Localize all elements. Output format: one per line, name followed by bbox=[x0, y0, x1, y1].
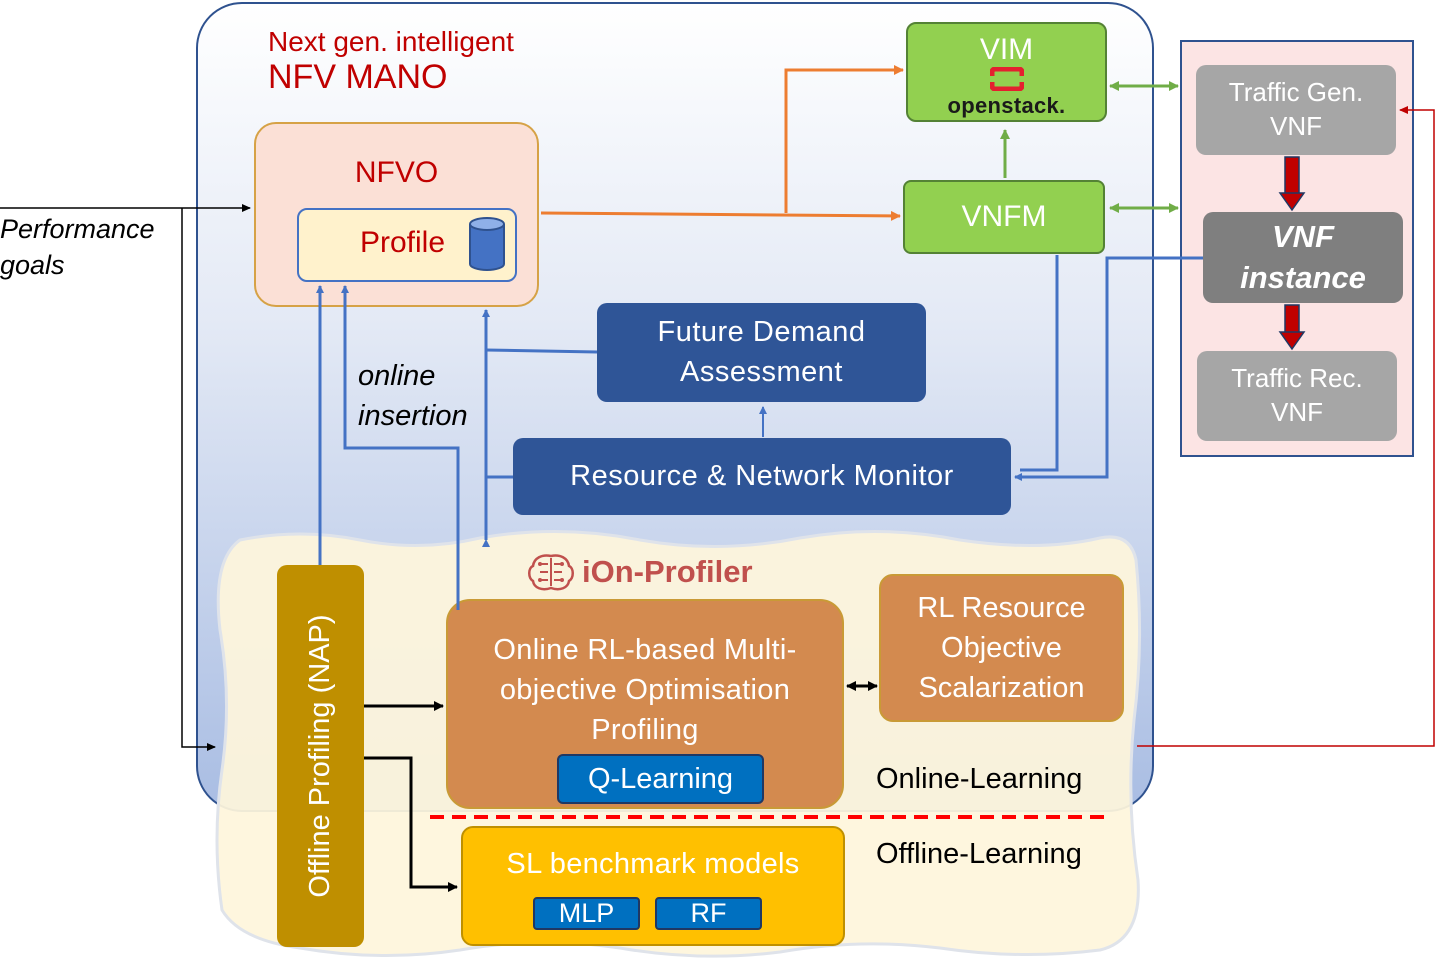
vnfm-vim-vnf-green-arrows bbox=[1000, 81, 1179, 213]
ion-profiler-title: iOn-Profiler bbox=[526, 552, 753, 592]
database-icon bbox=[469, 217, 505, 271]
vnf-instance-box[interactable]: VNF instance bbox=[1203, 212, 1403, 303]
vnfm-box[interactable]: VNFM bbox=[903, 180, 1105, 254]
online-rl-label: Online RL-based Multi- objective Optimis… bbox=[446, 630, 844, 750]
q-learning-box[interactable]: Q-Learning bbox=[557, 754, 764, 804]
nfvo-label: NFVO bbox=[354, 156, 439, 189]
mano-title-line2: NFV MANO bbox=[268, 58, 448, 97]
online-rl-line2: objective Optimisation bbox=[499, 674, 791, 707]
offline-profiling-nap-box[interactable] bbox=[277, 565, 364, 947]
traffic-rec-line2: VNF bbox=[1270, 397, 1323, 427]
traffic-gen-line2: VNF bbox=[1269, 111, 1322, 141]
vnf-chain-arrows bbox=[1278, 156, 1306, 351]
performance-goals-label: Performance goals bbox=[0, 212, 155, 283]
online-insertion-line1: online bbox=[358, 360, 436, 392]
offline-profiling-arrows bbox=[364, 681, 878, 892]
profile-label: Profile bbox=[360, 226, 446, 259]
vnf-instance-line2: instance bbox=[1240, 259, 1366, 295]
performance-goals-line2: goals bbox=[0, 249, 65, 280]
online-learning-label: Online-Learning bbox=[876, 763, 1083, 795]
nfvo-orchestration-arrows bbox=[540, 65, 904, 221]
online-rl-line1: Online RL-based Multi- bbox=[493, 634, 797, 666]
future-demand-assessment-box[interactable]: Future Demand Assessment bbox=[597, 303, 926, 402]
brain-icon bbox=[528, 554, 574, 591]
online-insertion-label: online insertion bbox=[358, 356, 468, 436]
traffic-gen-vnf-box[interactable]: Traffic Gen. VNF bbox=[1196, 65, 1396, 155]
online-insertion-line2: insertion bbox=[358, 400, 468, 433]
mano-title: Next gen. intelligent NFV MANO bbox=[268, 26, 514, 97]
rl-resource-line1: RL Resource bbox=[917, 591, 1086, 624]
ion-profiler-title-text: iOn-Profiler bbox=[582, 554, 753, 589]
traffic-control-feedback-arrow bbox=[1137, 106, 1435, 747]
profile-insertion-arrows bbox=[316, 285, 598, 610]
openstack-label: openstack. bbox=[947, 93, 1066, 118]
performance-goals-arrows bbox=[0, 204, 251, 751]
rf-box[interactable]: RF bbox=[655, 897, 762, 930]
sl-benchmark-box[interactable] bbox=[461, 826, 845, 946]
traffic-rec-line1: Traffic Rec. bbox=[1231, 363, 1363, 394]
vim-label: VIM bbox=[979, 33, 1034, 66]
mano-title-line1: Next gen. intelligent bbox=[268, 26, 514, 57]
openstack-logo-icon bbox=[990, 67, 1024, 91]
rl-resource-line3: Scalarization bbox=[918, 672, 1085, 704]
traffic-rec-vnf-box[interactable]: Traffic Rec. VNF bbox=[1197, 351, 1397, 441]
performance-goals-line1: Performance bbox=[0, 214, 155, 244]
offline-learning-label: Offline-Learning bbox=[876, 838, 1082, 870]
monitor-feed-arrows bbox=[759, 255, 1203, 481]
rl-resource-line2: Objective bbox=[941, 631, 1062, 664]
vim-box[interactable] bbox=[906, 22, 1107, 122]
online-rl-line3: Profiling bbox=[591, 714, 699, 747]
sl-benchmark-label: SL benchmark models bbox=[506, 848, 800, 880]
mlp-box[interactable]: MLP bbox=[533, 897, 640, 930]
traffic-gen-line1: Traffic Gen. bbox=[1228, 77, 1364, 108]
resource-network-monitor-box[interactable]: Resource & Network Monitor bbox=[513, 438, 1011, 515]
vnf-instance-line1: VNF bbox=[1272, 219, 1334, 255]
future-demand-line2: Assessment bbox=[680, 355, 843, 388]
rl-resource-scalarization-box[interactable]: RL Resource Objective Scalarization bbox=[879, 574, 1124, 722]
future-demand-line1: Future Demand bbox=[657, 316, 866, 349]
